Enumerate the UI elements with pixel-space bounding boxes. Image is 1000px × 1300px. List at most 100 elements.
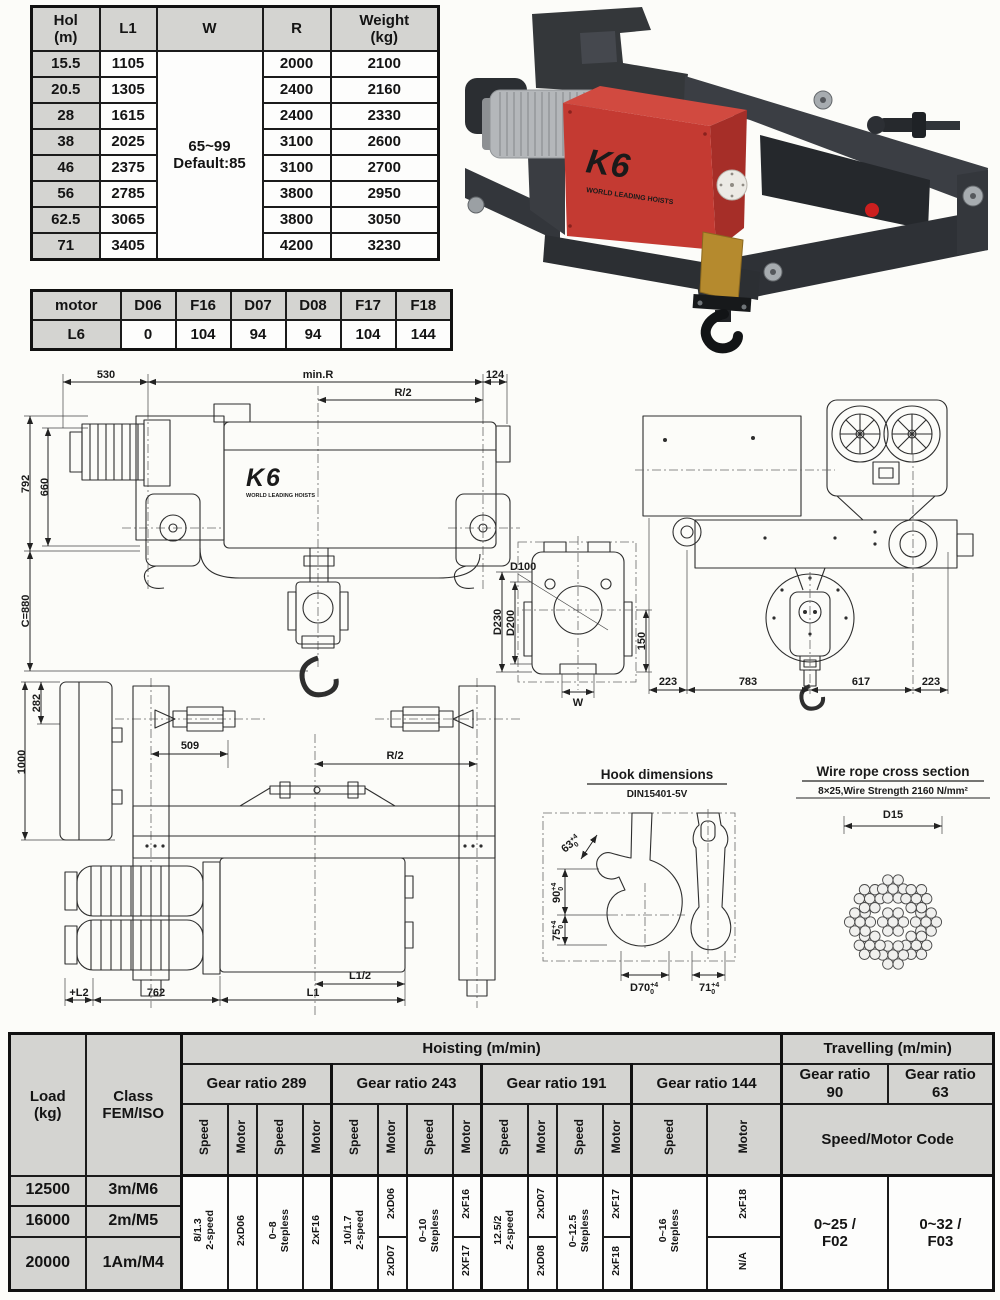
section-view-drawing: D100 D230 D200 150 W — [492, 536, 652, 709]
cell-load: 12500 — [8, 1174, 87, 1207]
table-row: 28 1615 2400 2330 — [30, 102, 440, 130]
dim-label: 762 — [147, 987, 165, 999]
header-gear-63: Gear ratio 63 — [886, 1062, 995, 1105]
figure-title: Wire rope cross section — [817, 764, 970, 779]
header-speed: Speed — [555, 1102, 604, 1177]
brand-logo: K6 — [584, 142, 633, 186]
dim-label: 63+40 — [559, 833, 584, 857]
table-row: 38 2025 3100 2600 — [30, 128, 440, 156]
table-row: 71 3405 4200 3230 — [30, 232, 440, 261]
cell-r: 2400 — [261, 102, 332, 130]
cell-travel-90: 0~25 / F02 — [780, 1174, 889, 1292]
cell-l1: 2025 — [98, 128, 158, 156]
cell-value: 104 — [339, 319, 397, 351]
dim-label: 617 — [852, 676, 870, 688]
table-row: Load (kg) Class FEM/ISO Hoisting (m/min)… — [8, 1032, 995, 1177]
dim-label: 75+40 — [551, 921, 565, 941]
cell-speed: 0~12.5 Stepless — [555, 1174, 604, 1292]
header-gear-243: Gear ratio 243 — [330, 1062, 483, 1105]
brand-logo: K6 — [246, 464, 282, 492]
cell-r: 3800 — [261, 180, 332, 208]
cell-r: 2000 — [261, 50, 332, 78]
header-hoisting: Hoisting (m/min) — [179, 1032, 783, 1065]
cell-motor: 2xF16 — [451, 1174, 483, 1238]
header-d06: D06 — [119, 289, 177, 321]
dim-label: 282 — [31, 694, 43, 712]
cell-r: 4200 — [261, 232, 332, 261]
cell-speed: 0~16 Stepless — [630, 1174, 708, 1292]
cell-motor: 2xF18 — [705, 1174, 783, 1238]
dim-label: 1000 — [16, 750, 28, 774]
cell-load: 16000 — [8, 1204, 87, 1238]
hook-dimensions-drawing: Hook dimensions DIN15401-5V 63+40 90+40 … — [542, 767, 736, 996]
cell-motor: 2xD07 — [376, 1235, 408, 1292]
cell-weight: 2600 — [329, 128, 440, 156]
header-speed: Speed — [330, 1102, 379, 1177]
header-motor: Motor — [705, 1102, 783, 1177]
cell-weight: 2160 — [329, 76, 440, 104]
cell-load: 20000 — [8, 1235, 87, 1292]
brand-tagline: WORLD LEADING HOISTS — [246, 493, 315, 499]
cell-motor: 2xD06 — [376, 1174, 408, 1238]
wire-rope-drawing: Wire rope cross section 8×25,Wire Streng… — [796, 764, 990, 970]
table-row: Gear ratio 289 Gear ratio 243 Gear ratio… — [10, 1062, 995, 1105]
cell-weight: 3050 — [329, 206, 440, 234]
table-row: 16000 2m/M5 — [8, 1204, 994, 1238]
dim-label: 660 — [39, 478, 51, 496]
header-l1: L1 — [98, 5, 158, 52]
centerlines — [122, 386, 520, 668]
dim-label: 223 — [922, 676, 940, 688]
header-d07: D07 — [229, 289, 287, 321]
dim-label: min.R — [303, 369, 334, 381]
cell-motor: 2XF17 — [451, 1235, 483, 1292]
header-motor: Motor — [526, 1102, 558, 1177]
header-gear-191: Gear ratio 191 — [480, 1062, 633, 1105]
cell-weight: 2330 — [329, 102, 440, 130]
dim-label: C=880 — [20, 595, 32, 628]
cell-l1: 2375 — [98, 154, 158, 182]
table-row: 12500 3m/M6 8/1.3 2-speed 2xD06 0~8 Step… — [8, 1174, 995, 1292]
cell-speed: 0~10 Stepless — [405, 1174, 454, 1292]
header-gear-289: Gear ratio 289 — [180, 1062, 333, 1105]
table-row: L6 0 104 94 94 104 144 — [30, 319, 453, 351]
cell-motor: 2xF16 — [301, 1174, 333, 1292]
cell-l1: 2785 — [98, 180, 158, 208]
cell-l1: 1105 — [98, 50, 158, 78]
spec-table: Hol (m) L1 W R Weight (kg) 15.5 1105 65~… — [30, 5, 440, 261]
figure-subtitle: DIN15401-5V — [627, 789, 688, 800]
cell-hol: 71 — [30, 232, 101, 261]
header-weight: Weight (kg) — [329, 5, 440, 52]
dim-label: L1 — [307, 987, 320, 999]
header-class: Class FEM/ISO — [84, 1032, 183, 1177]
cell-motor: 2xF17 — [601, 1174, 633, 1238]
rope-strands — [843, 874, 943, 970]
header-speed: Speed — [405, 1102, 454, 1177]
cell-l1: 1615 — [98, 102, 158, 130]
cell-speed: 0~8 Stepless — [255, 1174, 304, 1292]
cell-speed: 8/1.3 2-speed — [180, 1174, 229, 1292]
cell-l1: 3065 — [98, 206, 158, 234]
extension-lines — [24, 374, 508, 672]
cell-hol: 28 — [30, 102, 101, 130]
cell-r: 3100 — [261, 154, 332, 182]
header-motor: Motor — [226, 1102, 258, 1177]
header-d08: D08 — [284, 289, 342, 321]
dim-label: R/2 — [394, 387, 411, 399]
dim-label: 783 — [739, 676, 757, 688]
cell-l1: 1305 — [98, 76, 158, 104]
dim-label: D230 — [492, 609, 504, 635]
dim-label: R/2 — [386, 750, 403, 762]
dim-label: +L2 — [69, 987, 88, 999]
cell-motor: 2xD06 — [226, 1174, 258, 1292]
cell-motor: 2xF18 — [601, 1235, 633, 1292]
table-row: 56 2785 3800 2950 — [30, 180, 440, 208]
dimension-lines — [21, 682, 477, 1004]
cell-hol: 20.5 — [30, 76, 101, 104]
cell-value: 144 — [394, 319, 453, 351]
performance-table: Load (kg) Class FEM/ISO Hoisting (m/min)… — [8, 1032, 996, 1292]
hoist-frame — [465, 7, 988, 308]
hook-block — [692, 231, 752, 354]
header-f17: F17 — [339, 289, 397, 321]
header-speed-motor-code: Speed/Motor Code — [780, 1102, 995, 1177]
header-motor: Motor — [301, 1102, 333, 1177]
